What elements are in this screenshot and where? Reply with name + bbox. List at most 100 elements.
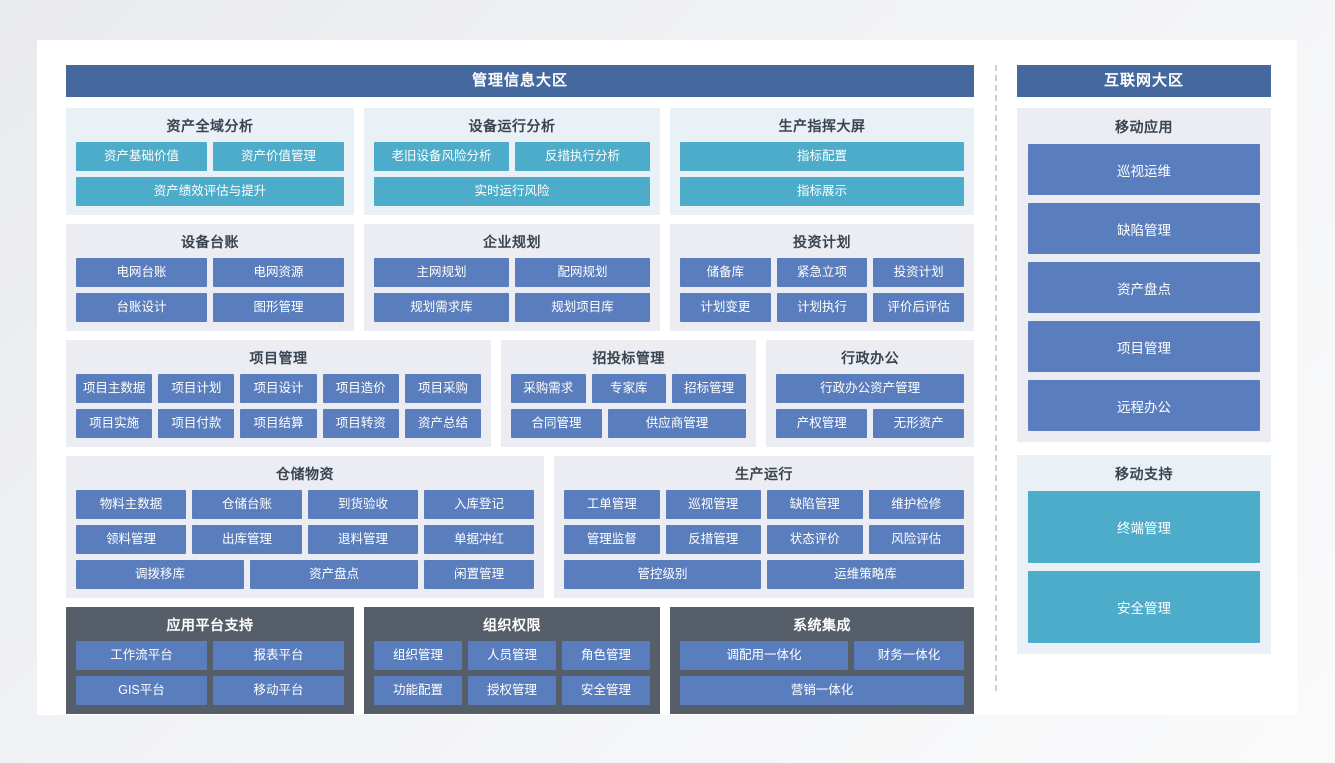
- module-button[interactable]: 计划变更: [680, 293, 771, 322]
- module-button[interactable]: 运维策略库: [767, 560, 964, 589]
- module-button[interactable]: 老旧设备风险分析: [374, 142, 509, 171]
- button-row: 台账设计图形管理: [76, 293, 344, 322]
- module-button[interactable]: 单据冲红: [424, 525, 534, 554]
- module-button[interactable]: 项目结算: [240, 409, 317, 438]
- module-button[interactable]: 资产总结: [404, 409, 482, 438]
- module-button[interactable]: 移动平台: [213, 676, 344, 705]
- module-button[interactable]: 产权管理: [776, 409, 868, 438]
- card-row: 资产全域分析资产基础价值资产价值管理资产绩效评估与提升设备运行分析老旧设备风险分…: [66, 108, 974, 215]
- mobile-module-button[interactable]: 终端管理: [1028, 491, 1260, 563]
- button-row: 项目实施项目付款项目结算项目转资资产总结: [76, 409, 482, 438]
- mobile-module-button[interactable]: 缺陷管理: [1028, 203, 1260, 254]
- module-button[interactable]: 项目转资: [322, 409, 399, 438]
- module-button[interactable]: 电网资源: [213, 258, 344, 287]
- module-button[interactable]: 项目采购: [404, 374, 482, 403]
- module-button[interactable]: 财务一体化: [854, 641, 964, 670]
- module-button[interactable]: 缺陷管理: [767, 490, 863, 519]
- module-button[interactable]: 招标管理: [671, 374, 747, 403]
- module-button[interactable]: 调配用一体化: [680, 641, 849, 670]
- module-button[interactable]: 紧急立项: [776, 258, 868, 287]
- module-button[interactable]: 资产盘点: [250, 560, 419, 589]
- module-button[interactable]: 维护检修: [868, 490, 964, 519]
- module-button[interactable]: 管控级别: [564, 560, 761, 589]
- module-button[interactable]: 工单管理: [564, 490, 660, 519]
- module-button[interactable]: 合同管理: [511, 409, 602, 438]
- module-button[interactable]: 物料主数据: [76, 490, 186, 519]
- button-row: 功能配置授权管理安全管理: [374, 676, 650, 705]
- mobile-module-button[interactable]: 项目管理: [1028, 321, 1260, 372]
- module-button[interactable]: 投资计划: [873, 258, 965, 287]
- module-button[interactable]: 规划项目库: [515, 293, 650, 322]
- module-button[interactable]: 台账设计: [76, 293, 207, 322]
- module-button[interactable]: 工作流平台: [76, 641, 207, 670]
- module-button[interactable]: 组织管理: [374, 641, 462, 670]
- module-card-title: 企业规划: [483, 234, 541, 250]
- module-button[interactable]: 图形管理: [213, 293, 344, 322]
- module-button[interactable]: 退料管理: [308, 525, 418, 554]
- module-button[interactable]: 风险评估: [868, 525, 964, 554]
- module-card-title: 项目管理: [249, 350, 308, 366]
- module-card-title: 组织权限: [483, 617, 541, 633]
- module-button[interactable]: 人员管理: [468, 641, 556, 670]
- button-row: 计划变更计划执行评价后评估: [680, 293, 965, 322]
- module-button[interactable]: 项目实施: [76, 409, 153, 438]
- module-button[interactable]: 调拨移库: [76, 560, 245, 589]
- button-row: 资产绩效评估与提升: [76, 177, 344, 206]
- module-button[interactable]: 行政办公资产管理: [776, 374, 964, 403]
- module-card-title: 资产全域分析: [166, 118, 254, 134]
- mobile-module-button[interactable]: 远程办公: [1028, 380, 1260, 431]
- module-button[interactable]: 指标配置: [680, 142, 964, 171]
- module-button[interactable]: 计划执行: [776, 293, 868, 322]
- module-button[interactable]: 储备库: [680, 258, 771, 287]
- mobile-module-button[interactable]: 安全管理: [1028, 571, 1260, 643]
- module-button[interactable]: 项目付款: [158, 409, 235, 438]
- module-button[interactable]: 授权管理: [468, 676, 556, 705]
- module-button[interactable]: 专家库: [591, 374, 666, 403]
- module-button[interactable]: 安全管理: [562, 676, 650, 705]
- module-button[interactable]: 状态评价: [767, 525, 863, 554]
- module-button[interactable]: 项目造价: [322, 374, 399, 403]
- module-button[interactable]: 主网规划: [374, 258, 509, 287]
- module-button[interactable]: 角色管理: [562, 641, 650, 670]
- module-button[interactable]: 营销一体化: [680, 676, 964, 705]
- button-row: 工单管理巡视管理缺陷管理维护检修: [564, 490, 964, 519]
- module-button[interactable]: 供应商管理: [607, 409, 747, 438]
- module-button[interactable]: 管理监督: [564, 525, 660, 554]
- module-button[interactable]: 指标展示: [680, 177, 964, 206]
- module-button[interactable]: 无形资产: [873, 409, 965, 438]
- mobile-module-button[interactable]: 巡视运维: [1028, 144, 1260, 195]
- module-card-title: 生产运行: [735, 466, 793, 482]
- module-button[interactable]: 反措管理: [665, 525, 761, 554]
- module-button[interactable]: GIS平台: [76, 676, 207, 705]
- module-button[interactable]: 资产基础价值: [76, 142, 207, 171]
- button-row: 管控级别运维策略库: [564, 560, 964, 589]
- module-button[interactable]: 巡视管理: [665, 490, 761, 519]
- module-button[interactable]: 项目主数据: [76, 374, 153, 403]
- module-card: 设备台账电网台账电网资源台账设计图形管理: [66, 224, 354, 331]
- module-button[interactable]: 到货验收: [308, 490, 418, 519]
- module-button[interactable]: 项目计划: [158, 374, 235, 403]
- button-row: 行政办公资产管理: [776, 374, 964, 403]
- module-button[interactable]: 评价后评估: [873, 293, 965, 322]
- module-button[interactable]: 规划需求库: [374, 293, 509, 322]
- module-button[interactable]: 采购需求: [511, 374, 586, 403]
- module-button[interactable]: 资产价值管理: [213, 142, 344, 171]
- module-button[interactable]: 项目设计: [240, 374, 317, 403]
- module-button[interactable]: 入库登记: [424, 490, 534, 519]
- module-button[interactable]: 配网规划: [515, 258, 650, 287]
- module-button[interactable]: 出库管理: [192, 525, 302, 554]
- module-button[interactable]: 功能配置: [374, 676, 462, 705]
- module-button[interactable]: 领料管理: [76, 525, 186, 554]
- module-button[interactable]: 反措执行分析: [515, 142, 650, 171]
- module-button[interactable]: 资产绩效评估与提升: [76, 177, 344, 206]
- mobile-module-button[interactable]: 资产盘点: [1028, 262, 1260, 313]
- module-button[interactable]: 仓储台账: [192, 490, 302, 519]
- module-button[interactable]: 电网台账: [76, 258, 207, 287]
- module-button[interactable]: 报表平台: [213, 641, 344, 670]
- module-button[interactable]: 实时运行风险: [374, 177, 650, 206]
- mobile-module-card-title: 移动支持: [1115, 466, 1173, 482]
- module-button[interactable]: 闲置管理: [424, 560, 535, 589]
- button-row: 领料管理出库管理退料管理单据冲红: [76, 525, 534, 554]
- module-card-title: 设备台账: [181, 234, 239, 250]
